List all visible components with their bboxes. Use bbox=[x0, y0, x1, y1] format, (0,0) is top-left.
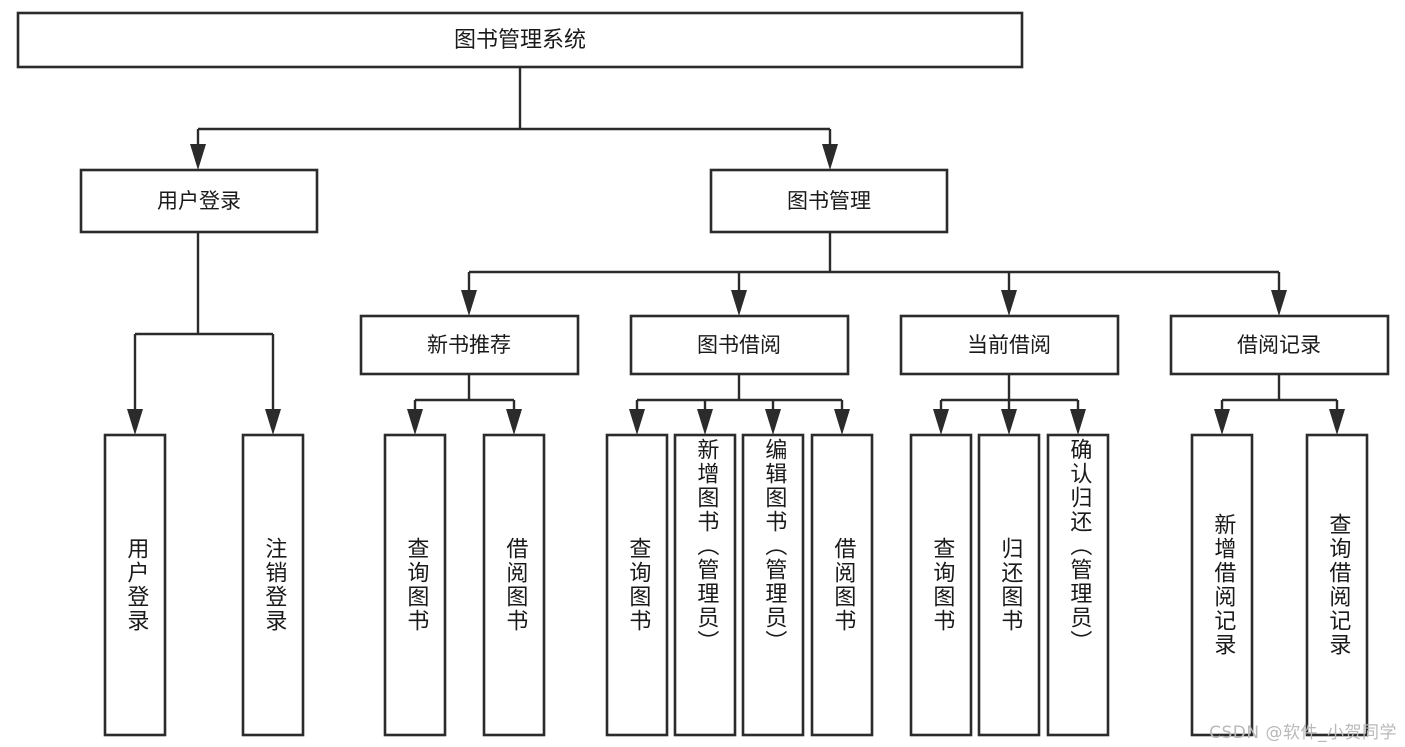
node-root-system[interactable]: 图书管理系统 bbox=[16, 11, 1024, 69]
node-user-login[interactable]: 用户登录 bbox=[79, 168, 319, 234]
arrow-head-br-add bbox=[1214, 409, 1230, 435]
leaf-box-nb-query-book[interactable] bbox=[383, 433, 447, 737]
leaf-box-bb-borrow-book[interactable] bbox=[810, 433, 874, 737]
leaf-box-nb-borrow-book[interactable] bbox=[482, 433, 546, 737]
node-newbook-rec[interactable]: 新书推荐 bbox=[359, 314, 580, 376]
node-borrow-record-box bbox=[1169, 314, 1390, 376]
arrow-head-nb-borrow bbox=[506, 409, 522, 435]
csdn-watermark: CSDN @软件_小贺同学 bbox=[1209, 723, 1397, 743]
node-root-system-box bbox=[16, 11, 1024, 69]
node-borrow-record-label: 借阅记录 bbox=[1237, 333, 1321, 357]
node-newbook-rec-label: 新书推荐 bbox=[427, 333, 511, 357]
arrow-head-leaf-logout bbox=[265, 409, 281, 435]
arrow-head-newbook-rec bbox=[461, 290, 477, 316]
arrow-head-bb-add bbox=[697, 409, 713, 435]
leaf-box-cb-confirm-return[interactable] bbox=[1046, 433, 1110, 737]
leaf-box-br-query-record[interactable] bbox=[1305, 433, 1369, 737]
node-user-login-box bbox=[79, 168, 319, 234]
arrow-head-nb-query bbox=[407, 409, 423, 435]
node-book-borrow-box bbox=[629, 314, 850, 376]
connector-group-book-borrow bbox=[629, 374, 850, 435]
node-book-manage-box bbox=[709, 168, 949, 234]
arrow-head-bb-borrow bbox=[834, 409, 850, 435]
leaf-box-br-add-record[interactable] bbox=[1190, 433, 1254, 737]
arrow-head-bb-query bbox=[629, 409, 645, 435]
connector-group-user-login bbox=[127, 232, 281, 435]
arrow-head-cb-query bbox=[933, 409, 949, 435]
node-user-login-label: 用户登录 bbox=[157, 189, 241, 213]
arrow-head-book-manage bbox=[822, 144, 838, 170]
arrow-head-current-borrow bbox=[1001, 290, 1017, 316]
connector-group-root bbox=[190, 67, 838, 170]
node-book-manage-label: 图书管理 bbox=[787, 189, 871, 213]
arrow-head-cb-return bbox=[1001, 409, 1017, 435]
node-book-borrow[interactable]: 图书借阅 bbox=[629, 314, 850, 376]
arrow-head-br-query bbox=[1329, 409, 1345, 435]
node-root-system-label: 图书管理系统 bbox=[454, 28, 586, 53]
arrow-head-cb-confirm bbox=[1070, 409, 1086, 435]
node-borrow-record[interactable]: 借阅记录 bbox=[1169, 314, 1390, 376]
connector-group-book-manage bbox=[461, 232, 1287, 316]
leaf-box-cb-return-book[interactable] bbox=[977, 433, 1041, 737]
arrow-head-borrow-record bbox=[1271, 290, 1287, 316]
node-current-borrow-label: 当前借阅 bbox=[967, 333, 1051, 357]
connector-group-borrow-record bbox=[1214, 374, 1345, 435]
arrow-head-book-borrow bbox=[731, 290, 747, 316]
node-newbook-rec-box bbox=[359, 314, 580, 376]
leaf-box-bb-add-book[interactable] bbox=[673, 433, 737, 737]
leaf-box-bb-edit-book[interactable] bbox=[741, 433, 805, 737]
leaf-box-bb-query-book[interactable] bbox=[605, 433, 669, 737]
leaf-box-cb-query-book[interactable] bbox=[909, 433, 973, 737]
node-book-borrow-label: 图书借阅 bbox=[697, 333, 781, 357]
leaf-box-user-login[interactable] bbox=[103, 433, 167, 737]
node-book-manage[interactable]: 图书管理 bbox=[709, 168, 949, 234]
arrow-head-leaf-user-login bbox=[127, 409, 143, 435]
arrow-head-bb-edit bbox=[765, 409, 781, 435]
node-current-borrow[interactable]: 当前借阅 bbox=[899, 314, 1120, 376]
connector-group-newbook-rec bbox=[407, 374, 522, 435]
node-current-borrow-box bbox=[899, 314, 1120, 376]
leaf-box-logout[interactable] bbox=[241, 433, 305, 737]
arrow-head-user-login bbox=[190, 144, 206, 170]
connector-group-current-borrow bbox=[933, 374, 1086, 435]
